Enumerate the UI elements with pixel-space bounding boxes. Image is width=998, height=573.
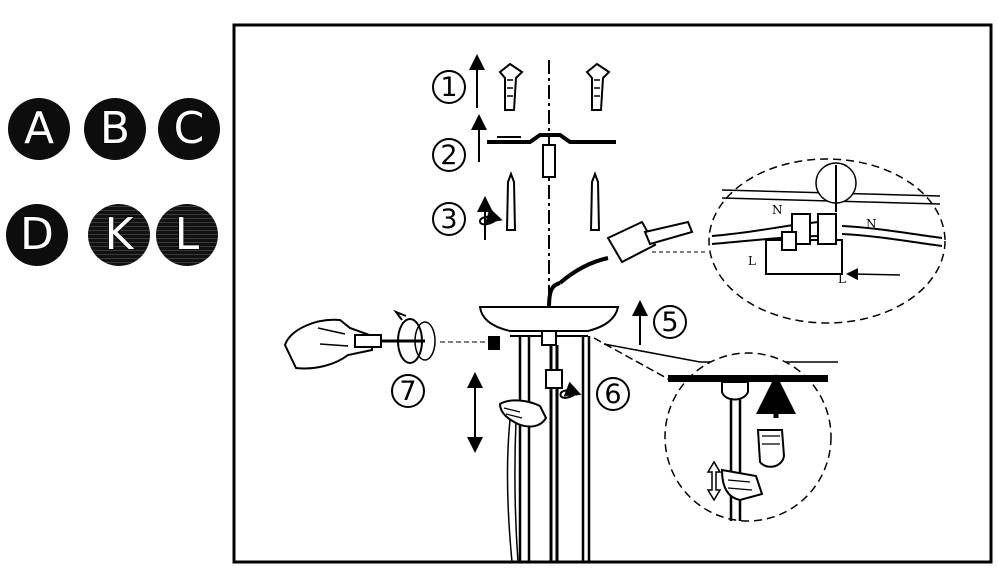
neutral-label-left: N: [772, 203, 783, 217]
step-7-label: 7: [391, 374, 425, 408]
step-7-tightening: [283, 309, 500, 370]
screwdriver-icon: [815, 162, 857, 212]
hand-screwdriver-icon: [283, 318, 425, 370]
screw-left: [505, 171, 517, 231]
live-label-left: L: [748, 254, 756, 268]
step-6-label: 6: [596, 377, 630, 411]
badge-k: K: [88, 204, 150, 266]
step-6-fastener: [545, 369, 582, 399]
live-label-right: L: [838, 272, 846, 286]
up-down-arrow: [706, 460, 722, 502]
terminal-connector: [558, 220, 708, 285]
rod-detail-bubble: [593, 337, 838, 522]
rotate-arrow-icon: [479, 208, 503, 226]
step-2-mounting-bracket: [471, 114, 616, 178]
step-5-label: 5: [653, 305, 687, 339]
badge-d: D: [6, 204, 68, 266]
step-3-label: 3: [432, 202, 466, 236]
svg-text:3: 3: [440, 204, 457, 235]
wall-plug-right: [585, 62, 611, 111]
svg-text:2: 2: [440, 140, 457, 171]
step-3-screws: [477, 171, 601, 240]
svg-text:6: 6: [604, 379, 621, 410]
wiring-detail-bubble: N N L L: [708, 158, 946, 324]
badge-l-letter: L: [174, 209, 200, 260]
badge-c-letter: C: [173, 103, 205, 154]
wall-plug-left: [498, 62, 524, 111]
svg-text:7: 7: [399, 376, 416, 407]
screw-right: [589, 171, 601, 231]
badge-a-letter: A: [23, 103, 55, 154]
power-cable: [547, 281, 561, 309]
badge-k-letter: K: [104, 209, 134, 260]
badge-b: B: [84, 98, 146, 160]
diagram-frame: [232, 23, 993, 564]
svg-text:5: 5: [661, 307, 678, 338]
badge-a: A: [8, 98, 70, 160]
step-1-label: 1: [432, 70, 466, 104]
badge-c: C: [158, 98, 220, 160]
hand-icon: [498, 399, 548, 428]
set-screw: [488, 336, 500, 350]
rotate-arrow-icon: [397, 318, 423, 364]
terminal-block: [765, 239, 843, 275]
step-1-wall-plugs: [469, 54, 611, 111]
svg-text:1: 1: [440, 72, 457, 103]
rotate-arrow-icon: [559, 381, 582, 399]
fist-icon: [756, 429, 786, 468]
step-2-label: 2: [432, 138, 466, 172]
neutral-label-right: N: [866, 217, 877, 231]
badge-b-letter: B: [99, 103, 131, 154]
ceiling-canopy: [478, 300, 648, 346]
badge-d-letter: D: [19, 209, 54, 260]
grip-hand-icon: [720, 468, 764, 502]
badge-l: L: [156, 204, 218, 266]
